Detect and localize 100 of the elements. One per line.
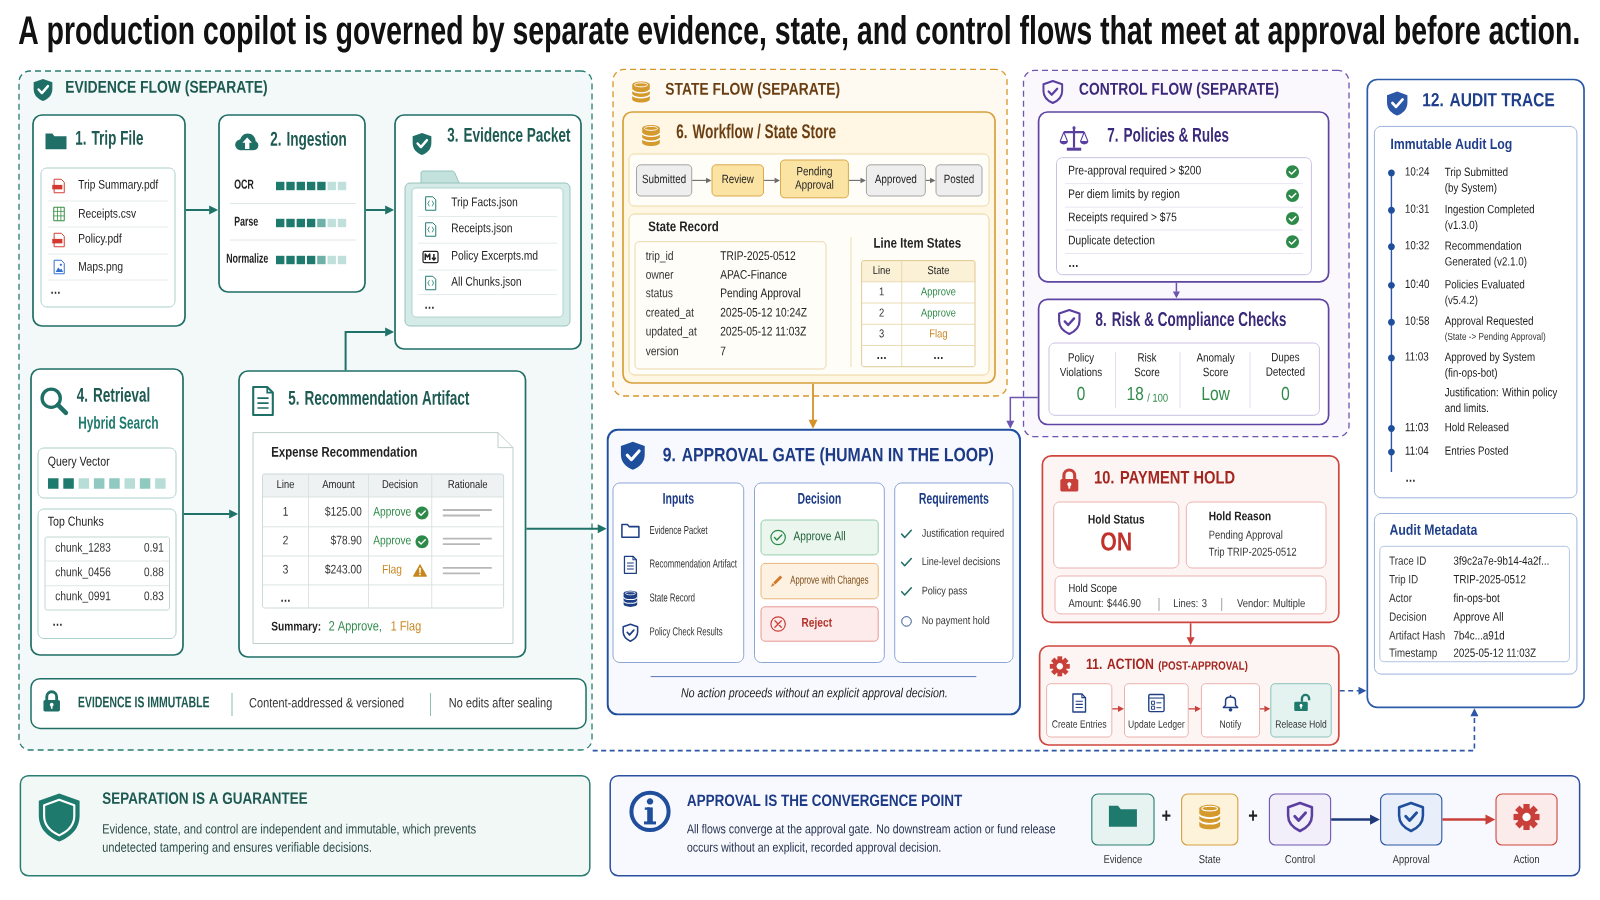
panel-title: Expense Recommendation <box>271 446 417 460</box>
table-cell: 1 <box>283 507 288 516</box>
table-cell: $78.90 <box>330 535 362 546</box>
ellipsis: … <box>425 306 434 309</box>
button-label: Approve All <box>793 531 845 543</box>
table-header: Line <box>277 479 294 489</box>
field-value: Pending Approval <box>721 288 801 300</box>
requirement: Line-level decisions <box>922 557 1000 566</box>
tile-label: Control <box>1285 854 1315 864</box>
event-text: Hold Released <box>1445 422 1509 432</box>
field-value: fin-ops-bot <box>1453 593 1500 605</box>
banner <box>19 774 591 877</box>
field-label: Hold Scope <box>1069 583 1117 595</box>
field-value: Vendor: Multiple <box>1237 598 1305 610</box>
step-label: Normalize <box>226 253 268 263</box>
step-box <box>1124 683 1189 738</box>
event-note: (State -> Pending Approval) <box>1445 332 1546 342</box>
banner-title: APPROVAL IS THE CONVERGENCE POINT <box>687 794 963 807</box>
field-value: Pending Approval <box>1209 530 1283 541</box>
card <box>218 114 366 293</box>
event-text: Approved by System (fin-ops-bot) <box>1444 352 1535 380</box>
ellipsis: … <box>1406 479 1415 482</box>
field-value: Approve All <box>1453 612 1503 624</box>
table-cell: Flag <box>382 564 402 576</box>
table-cell: Approve <box>373 507 411 519</box>
panel <box>894 482 1014 663</box>
field-name: Actor <box>1389 593 1412 603</box>
field-value: TRIP-2025-0512 <box>1453 575 1526 584</box>
panel <box>612 482 745 663</box>
field-label: Hold Reason <box>1209 511 1271 521</box>
card-title: 1. Trip File <box>76 130 143 149</box>
field-name: version <box>645 346 678 356</box>
field-name: Trip ID <box>1389 574 1418 586</box>
footnote: No action proceeds without an explicit approval decision. <box>681 687 947 700</box>
button-label: Reject <box>802 617 832 630</box>
panel-title: Immutable Audit Log <box>1391 138 1512 153</box>
file-name: Policy.pdf <box>79 233 122 246</box>
metric-value: Low <box>1202 387 1230 401</box>
tile <box>1268 793 1332 864</box>
chip-label: Pending Approval <box>795 166 834 192</box>
table-cell: chunk_1283 <box>55 542 111 555</box>
time: 10:24 <box>1405 167 1430 176</box>
time: 10:58 <box>1405 316 1429 325</box>
field-label: Hold Status <box>1088 514 1145 524</box>
step-label: Release Hold <box>1275 720 1327 728</box>
file-list <box>40 167 176 308</box>
button <box>760 519 879 556</box>
panel-title: Top Chunks <box>47 516 104 529</box>
step-label: Parse <box>234 216 258 226</box>
panel-title: Audit Metadata <box>1389 524 1478 535</box>
tile-label: Approval <box>1392 854 1430 866</box>
time: 10:32 <box>1405 241 1429 250</box>
metric-label: Dupes Detected <box>1266 352 1305 376</box>
time: 11:03 <box>1405 422 1429 432</box>
panel-title: State Record <box>648 221 718 232</box>
panel <box>1185 501 1327 569</box>
step-label: Notify <box>1220 720 1242 730</box>
card-title: 8. Risk & Compliance Checks <box>1095 311 1286 331</box>
table-header: State <box>927 266 949 275</box>
record-panel <box>634 241 827 370</box>
card-title: 6. Workflow / State Store <box>676 123 836 139</box>
metric-unit: / 100 <box>1147 393 1168 402</box>
chip <box>636 164 693 197</box>
table-header: Rationale <box>448 479 488 489</box>
chip <box>711 164 764 197</box>
time: 10:40 <box>1405 279 1430 289</box>
arrow <box>1111 705 1124 712</box>
table-header: Line <box>873 265 891 275</box>
field-value: 3f9c2a7e-9b14-4a2f... <box>1453 556 1549 565</box>
chip-label: Approved <box>874 174 917 186</box>
panel-title: Line Item States <box>874 237 961 248</box>
panel-title: Query Vector <box>48 456 110 469</box>
group-title: EVIDENCE FLOW (SEPARATE) <box>66 80 267 97</box>
banner-text: Content-addressed & versioned <box>249 697 404 708</box>
record-panel <box>1379 545 1570 663</box>
panel <box>1053 501 1180 569</box>
rule-text: Receipts required > $75 <box>1068 212 1177 224</box>
file-name: Receipts.json <box>452 223 512 235</box>
gate-title: 9. APPROVAL GATE (HUMAN IN THE LOOP) <box>663 447 994 466</box>
title: A production copilot is governed by separate evidence, state, and control flows that meet at approval before action. <box>18 15 1579 53</box>
ellipsis: … <box>934 357 943 360</box>
table-cell: $243.00 <box>325 564 362 575</box>
plus-sign: + <box>1162 810 1171 821</box>
event-text: Recommendation Generated (v2.1.0) <box>1445 241 1527 268</box>
time: 11:04 <box>1405 446 1429 455</box>
banner-title: SEPARATION IS A GUARANTEE <box>102 792 308 804</box>
step-box <box>1046 683 1113 738</box>
banner-title: EVIDENCE IS IMMUTABLE <box>78 696 210 708</box>
banner-text: No edits after sealing <box>449 697 552 711</box>
ellipsis: … <box>877 357 886 360</box>
table-cell: 2 <box>283 535 288 545</box>
input-item: Policy Check Results <box>650 627 723 638</box>
field-value: Amount: $446.90 <box>1068 598 1141 608</box>
card-title: 11. ACTION <box>1086 658 1154 670</box>
field-value: 2025-05-12 10:24Z <box>720 307 807 317</box>
card-title: 4. Retrieval <box>76 387 150 402</box>
summary-value: 2 Approve, <box>329 621 381 634</box>
table-cell: 0.83 <box>144 591 164 601</box>
card-title: 12. AUDIT TRACE <box>1423 93 1555 107</box>
file-name: Trip Summary.pdf <box>78 179 159 192</box>
